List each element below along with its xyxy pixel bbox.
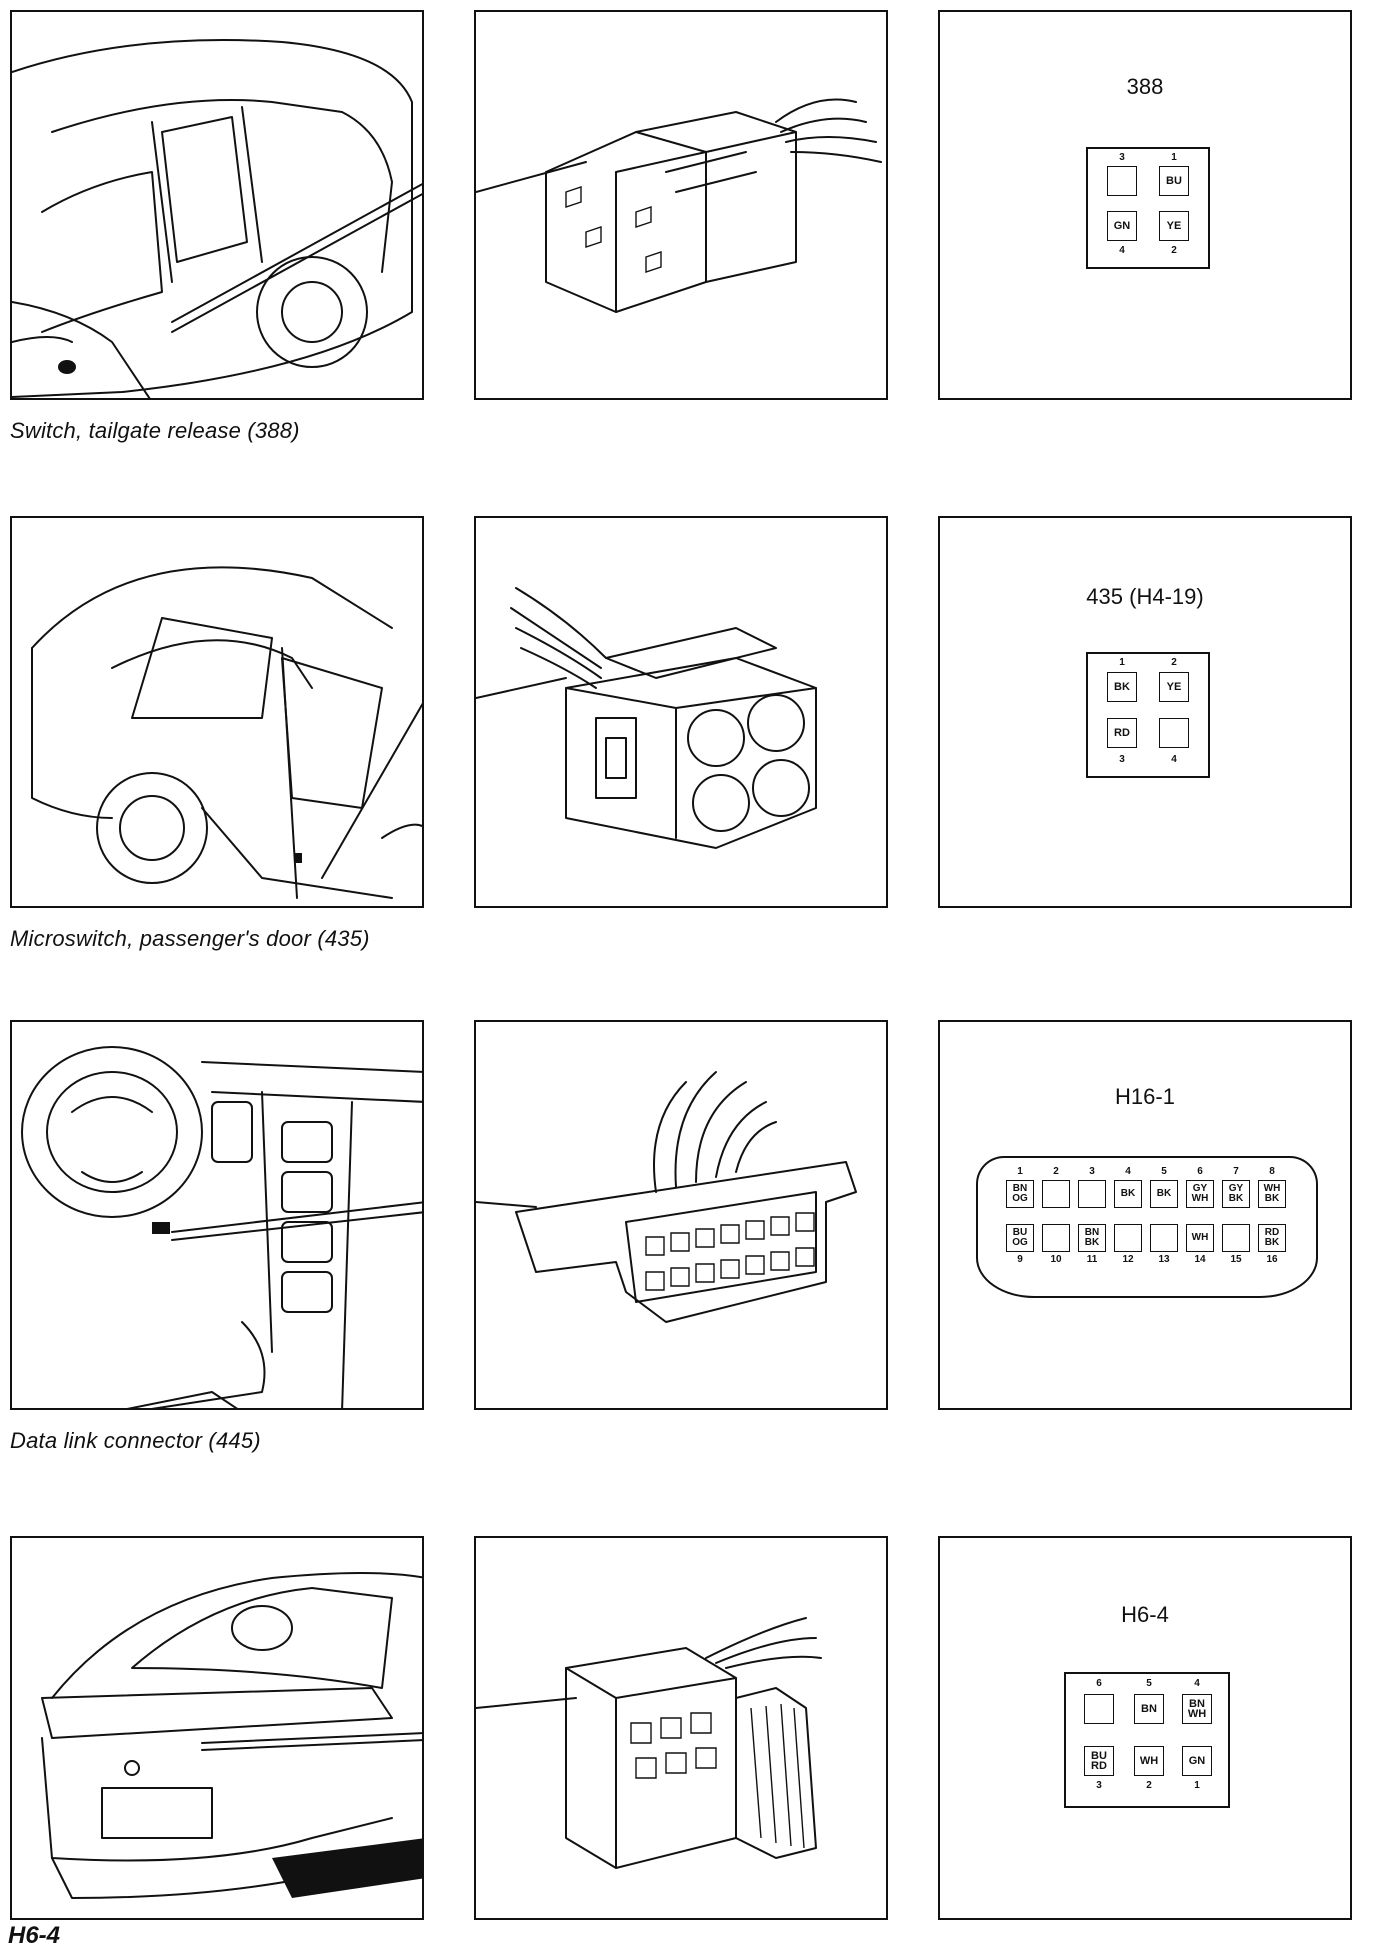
pin-number: 4 [1125, 1166, 1131, 1177]
pin-cell: BN BK [1078, 1224, 1106, 1252]
pin-cell: YE [1159, 211, 1189, 241]
pin-number: 3 [1089, 1166, 1095, 1177]
pin-number: 3 [1096, 1780, 1102, 1791]
car-side-door-illustration [31, 566, 422, 899]
pin-number: 13 [1158, 1254, 1170, 1265]
pin-cell: GN [1182, 1746, 1212, 1776]
pin-number: 2 [1146, 1780, 1152, 1791]
connector-id: H6-4 [1121, 1602, 1169, 1627]
connector-photo-435 [474, 516, 888, 908]
pin-number: 4 [1194, 1678, 1200, 1689]
connector-435-illustration [476, 587, 817, 849]
dlc-pin-outline: 1 2 3 4 5 6 7 8 BN OG BK BK GY WH GY BK … [976, 1156, 1318, 1298]
connector-388-illustration [476, 98, 882, 313]
pin-number: 1 [1119, 657, 1125, 668]
pin-cell [1114, 1224, 1142, 1252]
pin-number: 5 [1146, 1678, 1152, 1689]
pin-number: 3 [1119, 754, 1125, 765]
pin-cell: YE [1159, 672, 1189, 702]
pin-cell [1150, 1224, 1178, 1252]
pin-cell: BK [1114, 1180, 1142, 1208]
pinout-panel-445: H16-1 1 2 3 4 5 6 7 8 BN OG BK BK GY WH … [938, 1020, 1352, 1410]
pinout-panel-435: 435 (H4-19) 1 2 BK YE RD 3 4 [938, 516, 1352, 908]
pin-cell: BU OG [1006, 1224, 1034, 1252]
pin-grid: 1 2 BK YE RD 3 4 [1086, 652, 1210, 778]
pin-cell [1078, 1180, 1106, 1208]
pin-number: 8 [1269, 1166, 1275, 1177]
connector-h6-4-illustration [476, 1617, 822, 1869]
connector-id: H16-1 [1115, 1084, 1175, 1109]
pinout-panel-388: 388 3 1 BU GN YE 4 2 [938, 10, 1352, 400]
obd-connector-illustration [476, 1071, 857, 1323]
pin-cell: GY WH [1186, 1180, 1214, 1208]
pin-cell: BU RD [1084, 1746, 1114, 1776]
pin-number: 3 [1119, 152, 1125, 163]
pin-cell: BK [1107, 672, 1137, 702]
pin-cell: WH [1134, 1746, 1164, 1776]
pin-number: 2 [1171, 657, 1177, 668]
pin-cell: BN [1134, 1694, 1164, 1724]
caption-445: Data link connector (445) [10, 1428, 261, 1453]
pin-cell [1222, 1224, 1250, 1252]
pin-cell [1159, 718, 1189, 748]
pin-cell: BK [1150, 1180, 1178, 1208]
pin-number: 1 [1171, 152, 1177, 163]
pin-number: 10 [1050, 1254, 1062, 1265]
pin-number: 4 [1171, 754, 1177, 765]
caption-388: Switch, tailgate release (388) [10, 418, 300, 443]
car-rear-illustration [41, 1572, 422, 1899]
pin-cell [1042, 1180, 1070, 1208]
pin-cell: BU [1159, 166, 1189, 196]
pin-cell: RD [1107, 718, 1137, 748]
pin-cell [1107, 166, 1137, 196]
location-illustration-435 [10, 516, 424, 908]
dashboard-illustration [21, 1046, 422, 1408]
location-illustration-445 [10, 1020, 424, 1410]
pin-cell: BN WH [1182, 1694, 1212, 1724]
pin-number: 11 [1086, 1254, 1098, 1265]
pin-cell: WH BK [1258, 1180, 1286, 1208]
pin-cell [1084, 1694, 1114, 1724]
pin-number: 16 [1266, 1254, 1278, 1265]
pin-number: 15 [1230, 1254, 1242, 1265]
pin-number: 2 [1053, 1166, 1059, 1177]
pin-number: 6 [1197, 1166, 1203, 1177]
pin-number: 6 [1096, 1678, 1102, 1689]
connector-id: 388 [1126, 74, 1164, 99]
pin-number: 4 [1119, 245, 1125, 256]
pin-number: 12 [1122, 1254, 1134, 1265]
pin-cell: BN OG [1006, 1180, 1034, 1208]
location-illustration-388 [10, 10, 424, 400]
pin-cell: WH [1186, 1224, 1214, 1252]
pin-number: 7 [1233, 1166, 1239, 1177]
pinout-panel-h6-4: H6-4 6 5 4 BN BN WH BU RD WH GN 3 2 1 [938, 1536, 1352, 1920]
pin-number: 1 [1017, 1166, 1023, 1177]
connector-id: 435 (H4-19) [1086, 584, 1204, 609]
connector-photo-445 [474, 1020, 888, 1410]
pin-number: 14 [1194, 1254, 1206, 1265]
pin-cell: GN [1107, 211, 1137, 241]
page-footer-label: H6-4 [8, 1922, 61, 1949]
caption-435: Microswitch, passenger's door (435) [10, 926, 370, 951]
car-rear-side-illustration [12, 39, 422, 398]
pin-cell: GY BK [1222, 1180, 1250, 1208]
pin-cell [1042, 1224, 1070, 1252]
pin-number: 2 [1171, 245, 1177, 256]
pin-cell: RD BK [1258, 1224, 1286, 1252]
pin-number: 5 [1161, 1166, 1167, 1177]
pin-grid: 3 1 BU GN YE 4 2 [1086, 147, 1210, 269]
connector-photo-388 [474, 10, 888, 400]
pin-number: 1 [1194, 1780, 1200, 1791]
connector-photo-h6-4 [474, 1536, 888, 1920]
pin-grid: 6 5 4 BN BN WH BU RD WH GN 3 2 1 [1064, 1672, 1230, 1808]
location-illustration-h6-4 [10, 1536, 424, 1920]
pin-number: 9 [1017, 1254, 1023, 1265]
